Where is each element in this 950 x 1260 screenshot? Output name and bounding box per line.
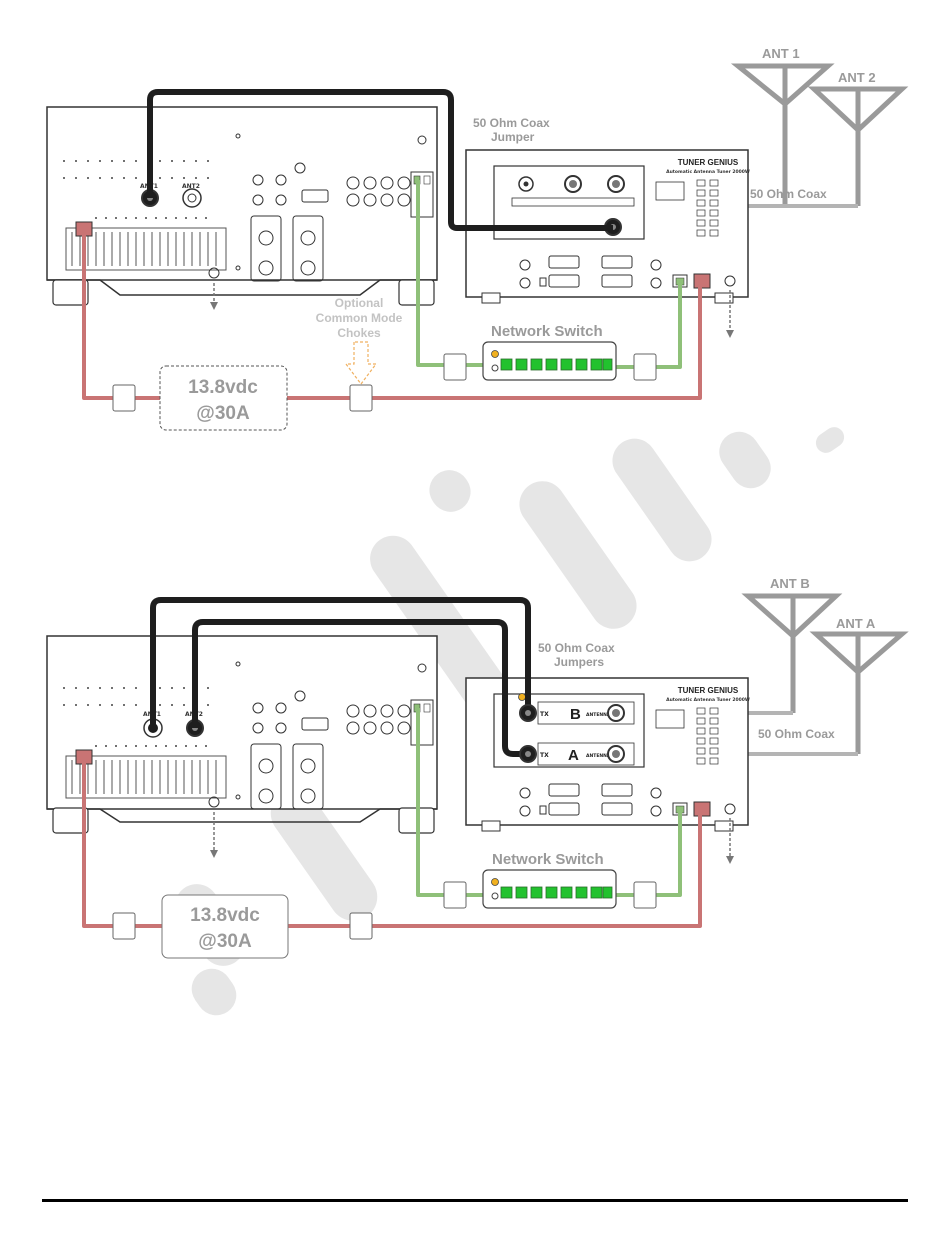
coax-jumper-cable-a (192, 619, 528, 757)
radio-chassis-bottom: ANT1 ANT2 (46, 635, 438, 858)
port-a-label: A (568, 747, 579, 764)
ethernet-cable-tuner-bottom (610, 810, 682, 897)
tuner-name-bottom: TUNER GENIUS (678, 686, 739, 695)
down-arrow-icon (344, 341, 378, 385)
antenna-a-icon (809, 631, 909, 754)
tuner-name: TUNER GENIUS (678, 158, 739, 167)
power-cable-bottom (82, 760, 702, 928)
coax-label-bottom: 50 Ohm Coax (758, 727, 835, 741)
chokes-label-line3: Chokes (337, 326, 381, 340)
power-voltage-label: 13.8vdc (188, 377, 258, 398)
coax-jumper-label-line2: Jumper (491, 130, 535, 144)
coax-jumper-cable-b (150, 597, 531, 728)
antenna-a-label: ANT A (836, 616, 876, 631)
power-supply-box: 13.8vdc @30A (159, 365, 288, 431)
radio-ant2-label: ANT2 (182, 183, 200, 190)
antenna-b-icon (741, 593, 843, 713)
power-voltage-label-bottom: 13.8vdc (190, 905, 260, 926)
diagram-bottom: ANT B ANT A 50 Ohm Coax (46, 576, 909, 959)
choke-icon (112, 881, 657, 940)
tuner-chassis: TUNER GENIUS Automatic Antenna Tuner 200… (465, 149, 750, 338)
coax-jumpers-label-line1: 50 Ohm Coax (538, 641, 615, 655)
port-tx-label-a: TX (540, 752, 549, 759)
choke-icon (112, 353, 657, 412)
coax-jumpers-label-line2: Jumpers (554, 655, 604, 669)
network-switch-bottom (482, 869, 617, 909)
footer-rule (42, 1199, 908, 1202)
antenna-b-label: ANT B (770, 576, 810, 591)
antenna-2-label: ANT 2 (838, 70, 876, 85)
chokes-label-line2: Common Mode (316, 311, 403, 325)
ethernet-cable-tuner (610, 282, 682, 369)
network-switch (482, 341, 617, 381)
power-current-label-bottom: @30A (198, 931, 252, 952)
port-antenna-label-b: ANTENNA (586, 712, 611, 718)
network-switch-label-bottom: Network Switch (492, 851, 604, 868)
chokes-label-line1: Optional (335, 296, 384, 310)
power-current-label: @30A (196, 403, 250, 424)
power-cable (82, 232, 702, 400)
tuner-subtitle: Automatic Antenna Tuner 2000W (666, 169, 750, 175)
tuner-chassis-bottom: TX TX B A ANTENNA ANTENNA TUNER GENIUS A… (465, 677, 750, 864)
antenna-2-icon (807, 86, 909, 206)
radio-chassis: ANT1 ANT2 (46, 106, 438, 310)
antenna-1-icon (730, 63, 835, 206)
coax-jumper-label-line1: 50 Ohm Coax (473, 116, 550, 130)
port-tx-label-b: TX (540, 711, 549, 718)
port-antenna-label-a: ANTENNA (586, 753, 611, 759)
coax-jumper-cable (147, 89, 613, 231)
network-switch-label: Network Switch (491, 323, 603, 340)
diagram-top: ANT 1 ANT 2 50 Ohm Coax (46, 46, 909, 431)
port-b-label: B (570, 706, 581, 723)
tuner-subtitle-bottom: Automatic Antenna Tuner 2000W (666, 697, 750, 703)
coax-label: 50 Ohm Coax (750, 187, 827, 201)
antenna-1-label: ANT 1 (762, 46, 800, 61)
power-supply-box-bottom: 13.8vdc @30A (161, 894, 289, 959)
